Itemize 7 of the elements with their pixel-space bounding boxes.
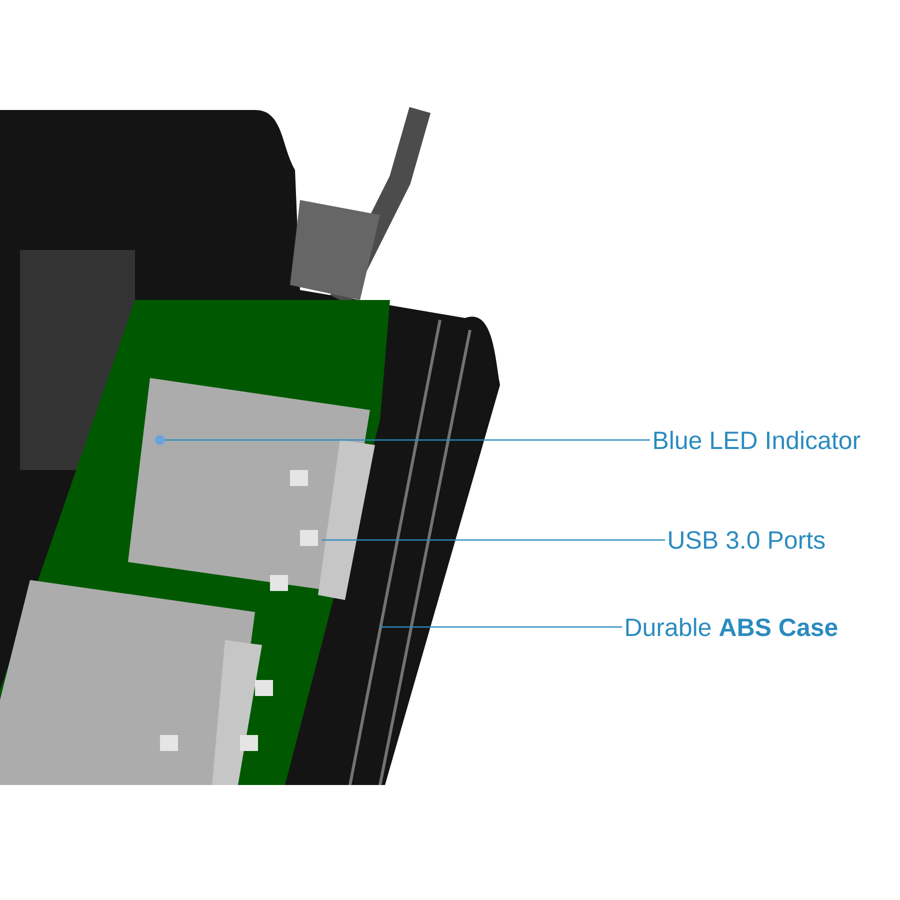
leader-line: [380, 626, 622, 628]
led-light: [155, 435, 165, 445]
callout-label: Blue LED Indicator: [654, 430, 860, 450]
leader-line: [165, 439, 650, 441]
leader-line: [322, 539, 665, 541]
callout-label: Durable ABS Case: [626, 618, 838, 636]
callout-label: USB 3.0 Ports: [669, 531, 825, 549]
